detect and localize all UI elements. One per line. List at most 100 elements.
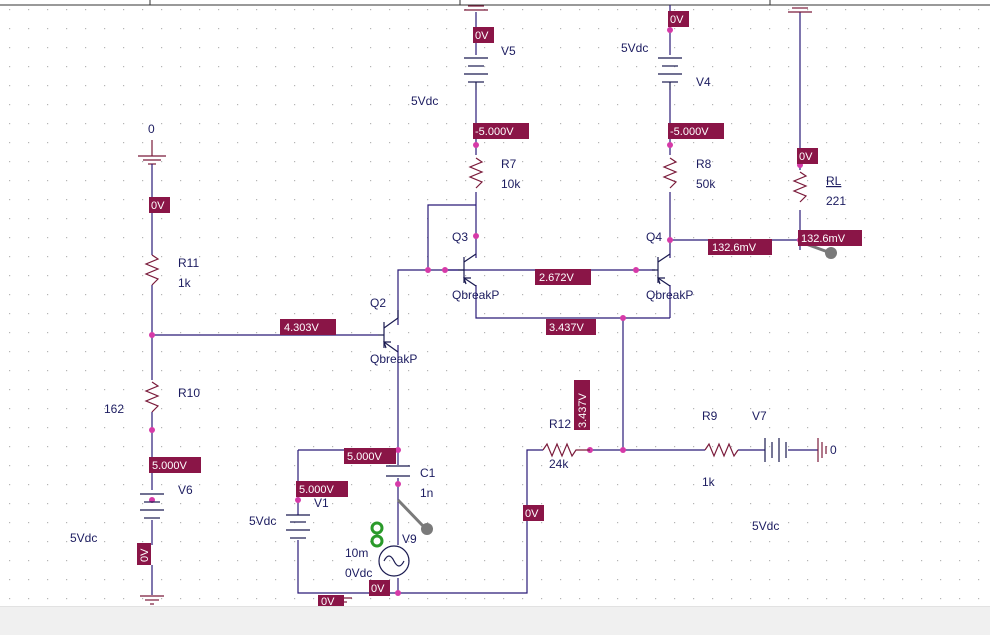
svg-text:0V: 0V	[475, 30, 489, 42]
ground-top-left[interactable]	[138, 140, 166, 195]
v9-ref: V9	[402, 532, 417, 546]
svg-text:0V: 0V	[670, 14, 684, 26]
r7-ref: R7	[501, 157, 517, 171]
svg-text:0V: 0V	[371, 583, 385, 595]
ground-label: 0	[148, 122, 155, 136]
ac-source-v9[interactable]	[378, 545, 410, 577]
voltage-marker[interactable]: 0V	[523, 505, 544, 521]
q4-ref: Q4	[646, 230, 662, 244]
svg-text:5.000V: 5.000V	[299, 484, 335, 496]
v9-dc-value: 0Vdc	[345, 566, 372, 580]
rl-ref: RL	[826, 174, 842, 188]
svg-text:0V: 0V	[799, 151, 813, 163]
dc-source-v4[interactable]	[658, 57, 682, 90]
v5-ref: V5	[501, 44, 516, 58]
resistor-r12[interactable]	[542, 442, 590, 458]
rl-value: 221	[826, 194, 846, 208]
voltage-marker[interactable]: 0V	[473, 27, 494, 43]
svg-text:5.000V: 5.000V	[152, 460, 188, 472]
c1-value: 1n	[420, 486, 433, 500]
resistor-r8[interactable]	[662, 157, 678, 189]
svg-text:3.437V: 3.437V	[549, 322, 585, 334]
grid-background	[0, 0, 990, 606]
voltage-marker[interactable]: 5.000V	[344, 448, 396, 464]
status-bar	[0, 606, 990, 635]
voltage-marker[interactable]: 0V	[668, 11, 689, 27]
transistor-q3[interactable]	[458, 253, 477, 287]
voltage-marker[interactable]: 0V	[369, 580, 390, 596]
r9-ref: R9	[702, 409, 718, 423]
voltage-marker[interactable]: 0V	[797, 148, 818, 164]
svg-text:0V: 0V	[321, 596, 335, 608]
resistor-r7[interactable]	[468, 157, 484, 189]
q2-ref: Q2	[370, 296, 386, 310]
svg-text:0V: 0V	[151, 200, 165, 212]
transistor-q2[interactable]	[378, 310, 399, 353]
r10-value: 162	[104, 402, 124, 416]
transistor-q4[interactable]	[652, 253, 671, 287]
ground-label-v7: 0	[830, 443, 837, 457]
v1-ref: V1	[314, 496, 329, 510]
r11-ref: R11	[178, 256, 199, 270]
voltage-marker[interactable]: 3.437V	[574, 380, 590, 430]
v4-value: 5Vdc	[621, 41, 648, 55]
dc-source-v6[interactable]	[140, 493, 164, 519]
r9-value: 1k	[702, 475, 716, 489]
r7-value: 10k	[501, 177, 521, 191]
voltage-marker[interactable]: 4.303V	[280, 319, 336, 335]
v6-value: 5Vdc	[70, 531, 97, 545]
resistor-r10[interactable]	[144, 381, 160, 413]
page-frame	[0, 0, 990, 6]
voltage-marker[interactable]: 0V	[318, 595, 344, 608]
svg-text:0V: 0V	[525, 508, 539, 520]
voltage-marker[interactable]: 132.6mV	[798, 230, 862, 246]
voltage-marker[interactable]: -5.000V	[668, 123, 724, 139]
q3-ref: Q3	[452, 230, 468, 244]
q4-model: QbreakP	[646, 288, 693, 302]
v4-ref: V4	[696, 75, 711, 89]
r11-value: 1k	[178, 276, 192, 290]
voltage-marker[interactable]: 3.437V	[546, 319, 596, 335]
r12-value: 24k	[549, 457, 569, 471]
r8-value: 50k	[696, 177, 716, 191]
voltage-marker[interactable]: 0V	[137, 543, 151, 565]
svg-text:132.6mV: 132.6mV	[801, 233, 846, 245]
v1-value: 5Vdc	[249, 514, 276, 528]
voltage-marker[interactable]: 2.672V	[535, 269, 591, 285]
svg-text:0V: 0V	[139, 548, 151, 562]
ground-bottom-left	[140, 595, 164, 605]
voltage-marker[interactable]: 0V	[149, 197, 170, 213]
voltage-marker[interactable]: 5.000V	[296, 481, 348, 497]
q3-model: QbreakP	[452, 288, 499, 302]
svg-text:132.6mV: 132.6mV	[712, 242, 757, 254]
v9-ac-value: 10m	[345, 546, 368, 560]
resistor-rl[interactable]	[792, 171, 808, 203]
r8-ref: R8	[696, 157, 712, 171]
svg-text:-5.000V: -5.000V	[475, 126, 514, 138]
capacitor-c1[interactable]	[386, 465, 410, 477]
v7-ref: V7	[752, 409, 767, 423]
ground-v7	[817, 438, 827, 462]
dc-source-v1[interactable]	[286, 514, 310, 539]
svg-text:2.672V: 2.672V	[539, 272, 575, 284]
c1-ref: C1	[420, 466, 436, 480]
voltage-marker[interactable]: 132.6mV	[708, 239, 772, 255]
dc-source-v7[interactable]	[764, 438, 787, 462]
resistor-r9[interactable]	[704, 442, 739, 458]
resistor-r11[interactable]	[144, 254, 160, 286]
ground-top-v5	[464, 5, 488, 11]
voltage-marker[interactable]: 5.000V	[149, 457, 201, 473]
dc-source-v5[interactable]	[464, 57, 488, 90]
v7-value: 5Vdc	[752, 519, 779, 533]
v6-ref: V6	[178, 483, 193, 497]
current-probe[interactable]	[370, 521, 384, 548]
svg-text:4.303V: 4.303V	[284, 322, 320, 334]
svg-text:-5.000V: -5.000V	[670, 126, 709, 138]
voltage-markers: 0V 0V -5.000V -5.000V 0V 0V 132.6mV 132.…	[137, 11, 862, 608]
voltage-probe-v9[interactable]	[396, 498, 433, 535]
q2-model: QbreakP	[370, 352, 417, 366]
svg-text:3.437V: 3.437V	[577, 392, 589, 428]
voltage-marker[interactable]: -5.000V	[473, 123, 529, 139]
